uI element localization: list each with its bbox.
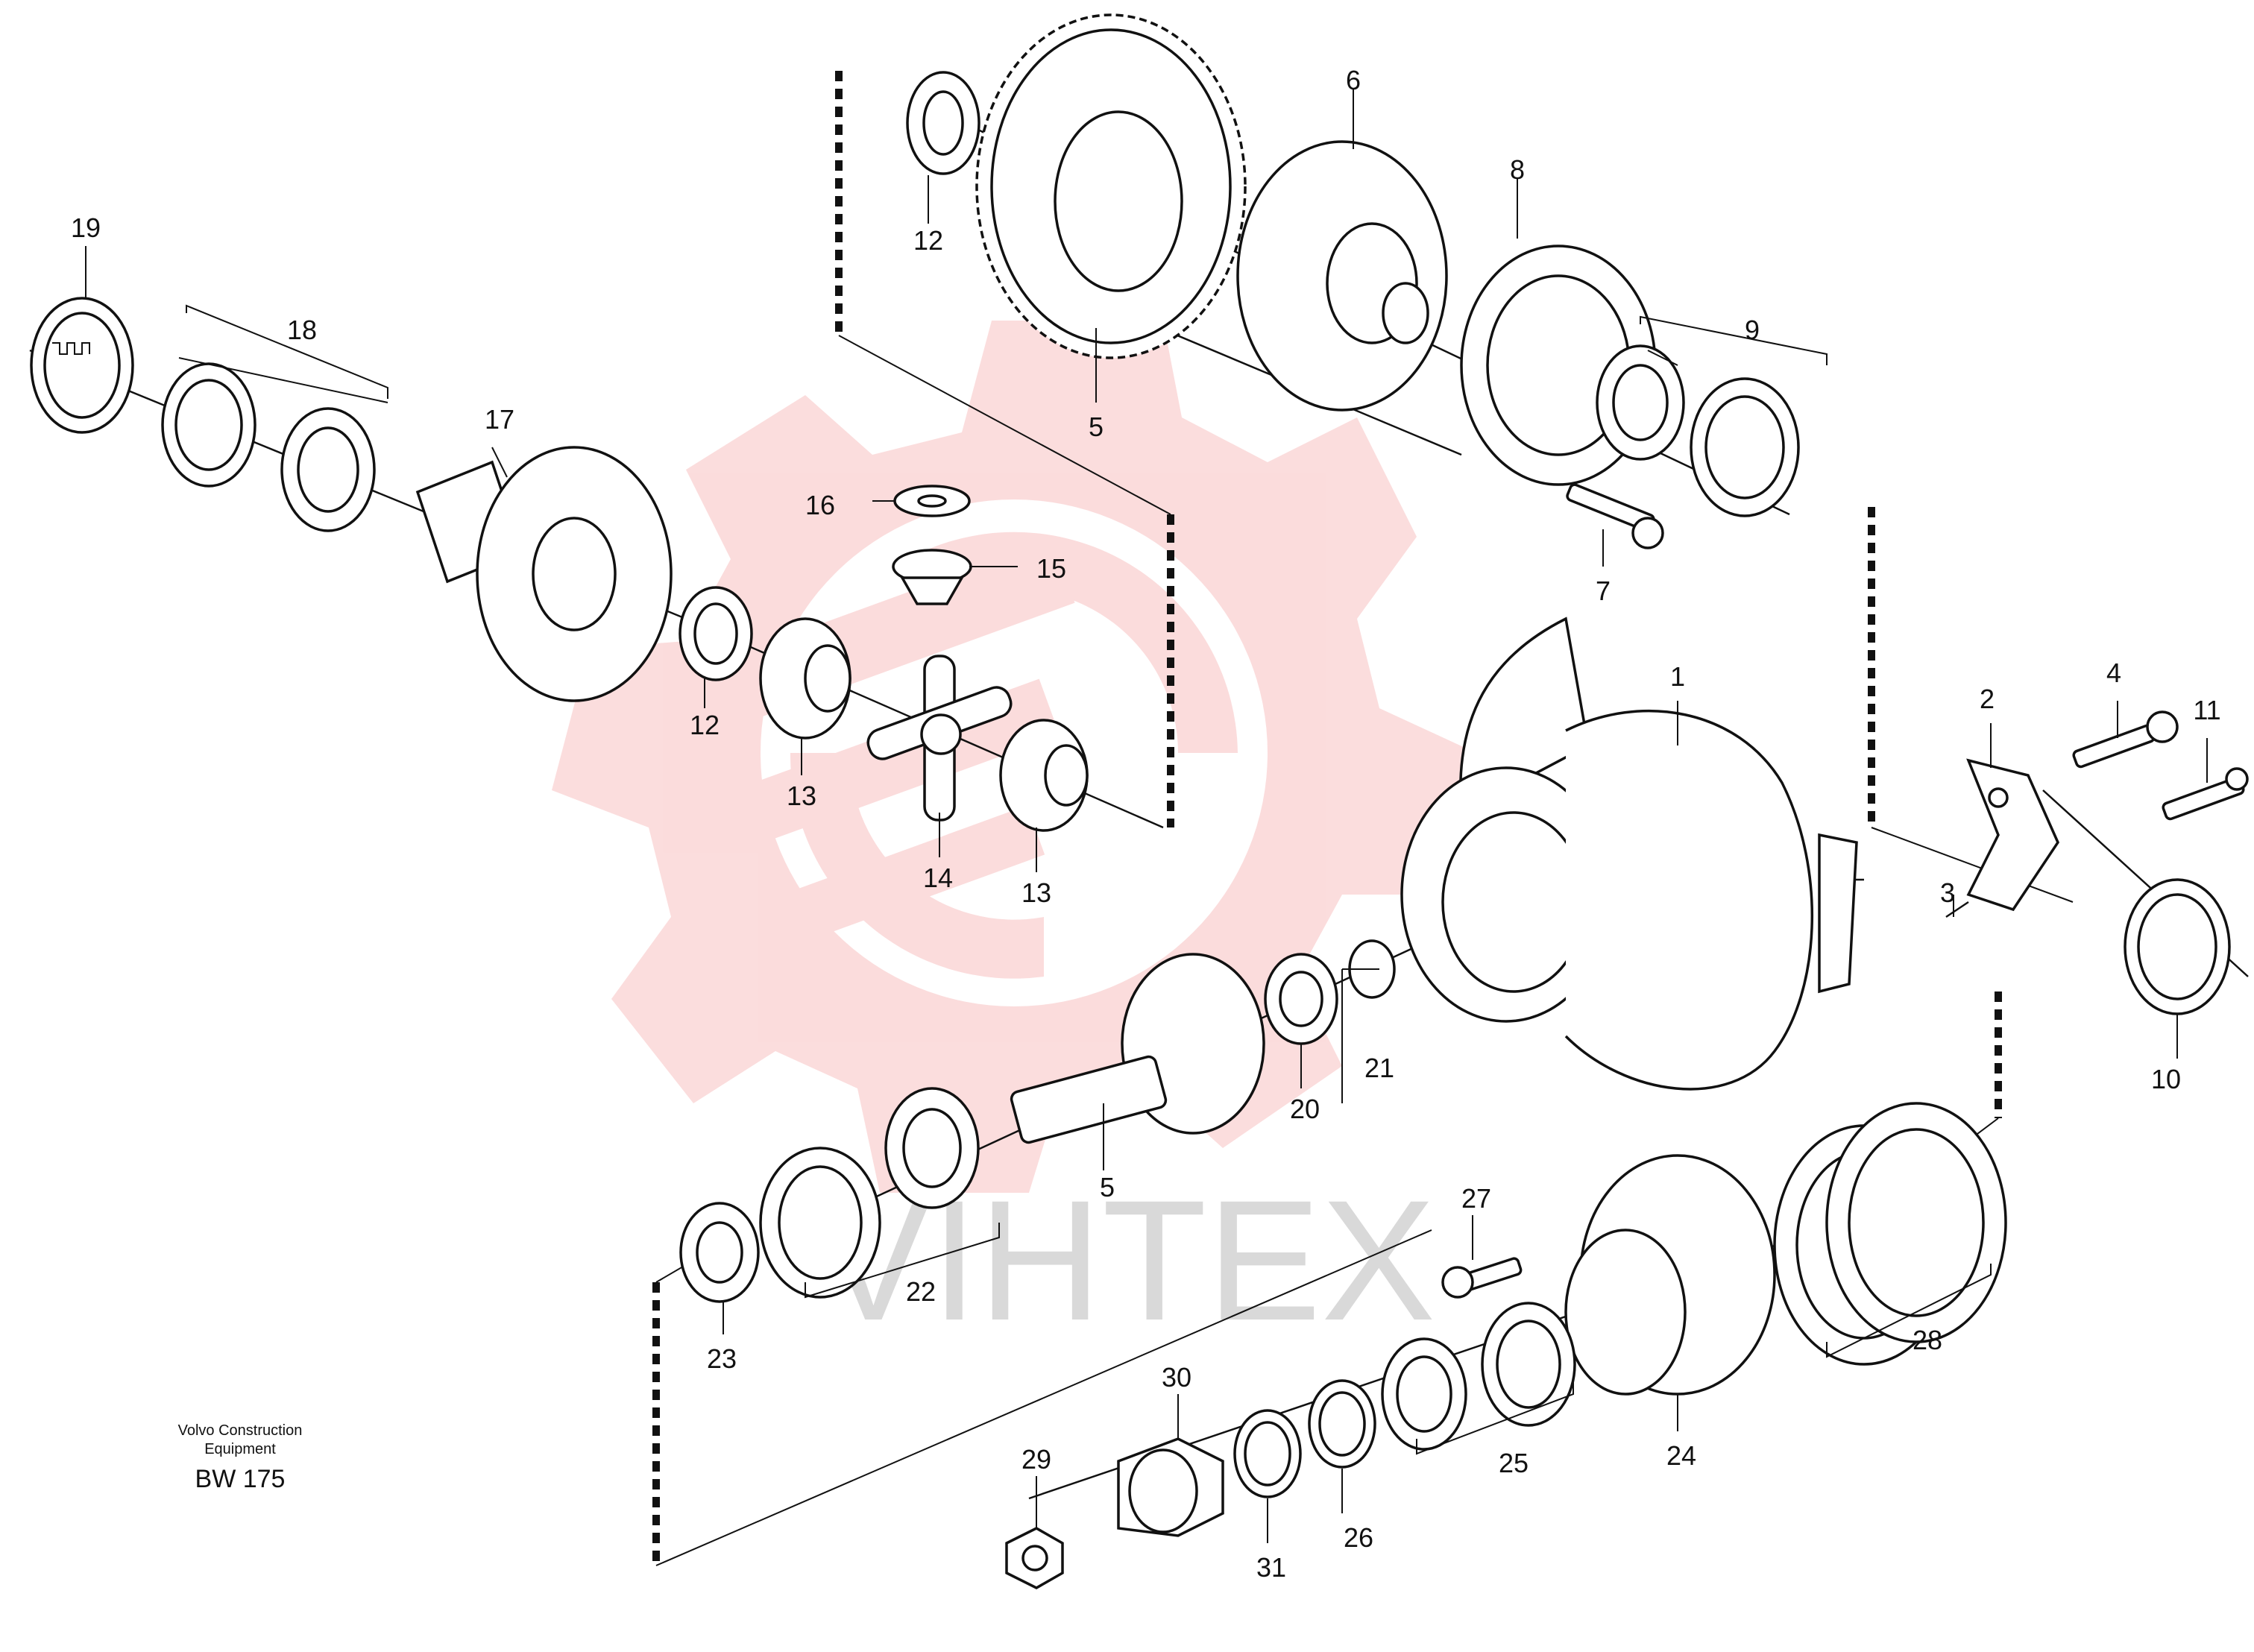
- callout-21: 21: [1364, 1053, 1394, 1083]
- part-20-bearing: [1264, 953, 1338, 1045]
- part-10-ring: [2124, 878, 2231, 1015]
- callout-17: 17: [485, 404, 514, 435]
- callout-2: 2: [1980, 684, 1995, 714]
- callout-5-upper: 5: [1089, 412, 1104, 442]
- part-28-shims: [1773, 1102, 2007, 1366]
- callout-22: 22: [906, 1276, 936, 1307]
- callout-31: 31: [1256, 1552, 1286, 1583]
- callout-25: 25: [1499, 1448, 1529, 1478]
- callout-labels: 1 2 3 4 5 5 6 7 8 9 10 11 12 12 13 13 14…: [71, 65, 2221, 1583]
- callout-26: 26: [1344, 1522, 1373, 1553]
- callout-12-lower: 12: [690, 710, 720, 740]
- publisher-line-1: Volvo Construction: [178, 1422, 303, 1439]
- callout-15: 15: [1036, 553, 1066, 584]
- callout-1: 1: [1670, 661, 1685, 692]
- callout-7: 7: [1596, 576, 1611, 606]
- callout-5-lower: 5: [1100, 1172, 1115, 1202]
- callout-24: 24: [1666, 1440, 1696, 1471]
- callout-12-upper: 12: [913, 225, 943, 256]
- part-27-bolt: [1441, 1257, 1523, 1299]
- callout-30: 30: [1162, 1362, 1191, 1393]
- publisher-caption: Volvo Construction Equipment BW 175: [178, 1422, 303, 1493]
- part-11-bolt: [2162, 767, 2249, 821]
- part-17-hub: [415, 446, 673, 702]
- callout-28: 28: [1913, 1325, 1942, 1355]
- callout-11: 11: [2193, 695, 2220, 725]
- part-4-bolt: [2072, 710, 2179, 769]
- model-code: BW 175: [195, 1465, 286, 1493]
- callout-14: 14: [923, 863, 953, 893]
- part-19-ring: [30, 297, 134, 434]
- callout-27: 27: [1461, 1183, 1491, 1214]
- part-30-yoke: [1117, 1437, 1224, 1537]
- part-6-differential-case: [1236, 140, 1448, 412]
- callout-23: 23: [707, 1343, 737, 1374]
- callout-18: 18: [287, 315, 317, 345]
- part-14-cross: [866, 655, 1013, 822]
- publisher-line-2: Equipment: [204, 1441, 276, 1457]
- part-12-washer-lower: [679, 586, 753, 681]
- part-24-housing: [1564, 1154, 1776, 1396]
- part-31-seal: [1233, 1409, 1302, 1498]
- part-2-bracket: [1966, 758, 2059, 912]
- callout-19: 19: [71, 212, 101, 243]
- callout-8: 8: [1510, 154, 1525, 185]
- part-18-bearing: [161, 362, 376, 532]
- part-23-seal: [679, 1202, 760, 1303]
- part-26-ring: [1308, 1379, 1376, 1469]
- part-22-bearing: [759, 1087, 980, 1299]
- callout-3: 3: [1940, 877, 1955, 908]
- part-13-gear-right: [999, 719, 1089, 832]
- callout-10: 10: [2151, 1064, 2181, 1094]
- callout-6: 6: [1346, 65, 1361, 95]
- part-16-washer-top: [893, 485, 971, 517]
- callout-4: 4: [2106, 658, 2121, 688]
- part-12-washer-upper: [906, 71, 980, 175]
- leader-lines: [85, 89, 2208, 1543]
- part-7-bolt: [1566, 483, 1664, 549]
- part-3-pin: [1945, 901, 1969, 918]
- part-29-nut: [1005, 1527, 1064, 1589]
- part-25-bearing: [1381, 1302, 1576, 1451]
- callout-16: 16: [805, 490, 835, 520]
- part-5-pinion: [1010, 953, 1265, 1144]
- part-1-axle-housing: [1400, 617, 1858, 1091]
- part-9-bearing: [1596, 344, 1800, 517]
- callout-13-right: 13: [1021, 877, 1051, 908]
- part-15-gear-top: [892, 549, 972, 605]
- callout-9: 9: [1745, 315, 1760, 345]
- callout-29: 29: [1021, 1444, 1051, 1475]
- callout-20: 20: [1290, 1094, 1320, 1124]
- part-5-ring-gear: [975, 13, 1247, 359]
- callout-13-left: 13: [787, 781, 816, 811]
- part-13-gear-left: [759, 617, 851, 740]
